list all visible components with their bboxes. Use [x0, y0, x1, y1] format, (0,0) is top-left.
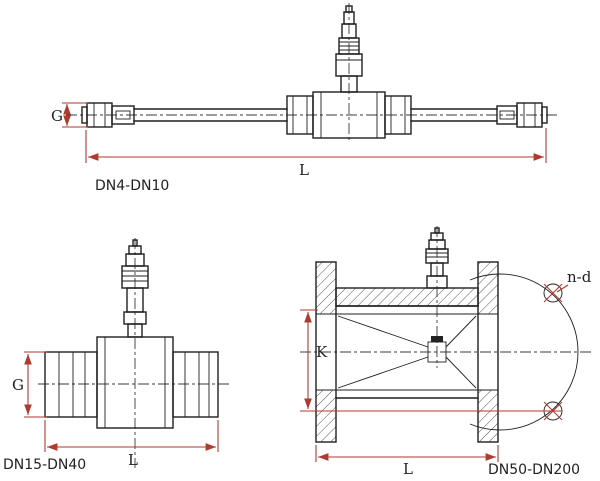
dim-label-l: L [128, 451, 138, 469]
dim-label-k: K [316, 343, 328, 361]
drawing-label-dn15-dn40: DN15-DN40 [3, 457, 86, 473]
drawing-dn4-dn10: G L DN4-DN10 [51, 3, 560, 194]
dim-label-l: L [403, 460, 413, 478]
drawing-dn15-dn40: G L DN15-DN40 [3, 238, 232, 473]
sensor-stack-right-drawing [425, 227, 449, 289]
bolt-note-label: n-d [567, 268, 592, 286]
dimension-g-top: G [51, 102, 88, 128]
dimension-l-top: L [85, 128, 547, 179]
bolt-note: n-d [556, 268, 592, 293]
dim-label-l: L [299, 161, 309, 179]
dim-label-g: G [12, 376, 24, 394]
drawing-label-dn50-dn200: DN50-DN200 [488, 462, 580, 478]
dim-label-g: G [51, 107, 63, 125]
drawing-dn50-dn200: n-d K L DN50-DN200 [300, 226, 592, 478]
right-flange [477, 261, 499, 443]
dimension-l-left: L [44, 420, 219, 469]
drawing-label-dn4-dn10: DN4-DN10 [95, 178, 169, 194]
dimension-g-left: G [12, 351, 47, 418]
dimension-l-right: L [315, 445, 499, 478]
bolt-hole-top [543, 283, 563, 303]
left-flange [315, 261, 337, 443]
dimension-k-right: K [300, 309, 562, 412]
sensor-stack-left-drawing [121, 239, 149, 338]
bolt-circle-arc [469, 273, 579, 431]
sensor-stack-top-drawing [335, 5, 363, 93]
